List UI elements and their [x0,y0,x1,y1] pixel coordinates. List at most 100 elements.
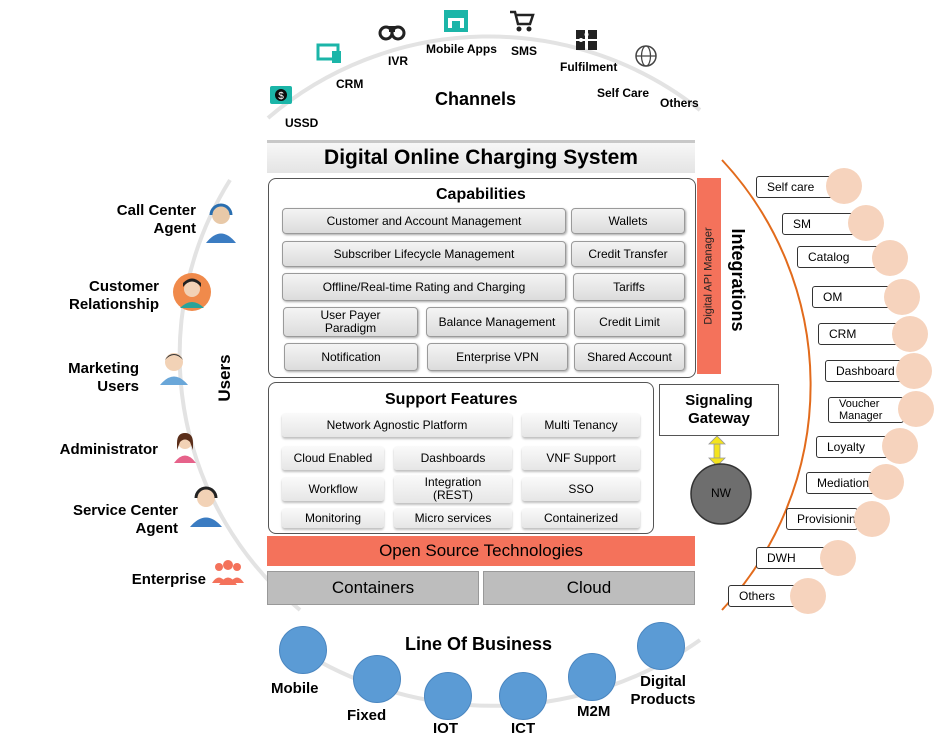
cap-credit-limit: Credit Limit [574,307,685,337]
channel-sms: SMS [511,44,538,58]
title-bar: Digital Online Charging System [267,140,695,173]
svg-text:$: $ [278,91,284,102]
crm-people-icon [892,316,928,352]
cap-customer-account: Customer and Account Management [282,208,566,234]
channel-ussd: USSD [285,116,319,130]
lob-mobile: Mobile [271,680,319,697]
voucher-stack-icon [898,391,934,427]
service-center-agent-icon [186,482,226,528]
sf-cloud-enabled: Cloud Enabled [282,446,384,470]
users-arc [177,178,302,612]
integ-provisioning: Provisionin [786,508,858,530]
integ-dwh: DWH [756,547,826,569]
user-service-center-agent: Service Center Agent [72,502,178,537]
lob-iot: IOT [433,720,458,737]
cap-tariffs: Tariffs [573,273,685,301]
lob-m2m-circle [568,653,616,701]
sf-integration-rest: Integration (REST) [394,475,512,503]
lob-m2m: M2M [577,703,611,720]
integ-voucher-manager: Voucher Manager [828,397,904,423]
users-heading-wrap: Users [215,354,235,401]
dashboard-icon [896,353,932,389]
sf-vnf-support: VNF Support [522,446,640,470]
user-call-center-agent: Call Center Agent [116,202,196,237]
others-db-icon [790,578,826,614]
cap-shared-account: Shared Account [574,343,685,371]
integrations-heading-wrap: Integrations [728,229,749,332]
mediation-db-icon [868,464,904,500]
globe-icon [632,42,660,70]
channels-arc [266,34,702,120]
user-administrator: Administrator [59,441,158,458]
integ-sm: SM [782,213,858,235]
provisioning-db-icon [854,501,890,537]
sf-sso: SSO [522,477,640,501]
cap-user-payer: User Payer Paradigm [283,307,418,337]
lob-fixed: Fixed [347,707,387,724]
signaling-gateway-box: Signaling Gateway [659,384,779,436]
lob-iot-circle [424,672,472,720]
binoculars-icon [378,20,406,42]
marketing-user-icon [156,348,192,386]
cap-subscriber-lifecycle: Subscriber Lifecycle Management [282,241,566,267]
lob-heading: Line Of Business [405,634,553,654]
nw-node [690,463,752,525]
api-manager-label: Digital API Manager [703,227,715,325]
integ-crm: CRM [818,323,898,345]
cap-enterprise-vpn: Enterprise VPN [427,343,568,371]
sf-dashboards: Dashboards [394,446,512,470]
cap-notification: Notification [284,343,418,371]
om-folder-icon [884,279,920,315]
api-manager-bar: Digital API Manager [697,178,721,374]
call-center-agent-icon [200,200,242,244]
integ-self-care: Self care [756,176,836,198]
user-enterprise: Enterprise [131,571,206,588]
integ-om: OM [812,286,892,308]
loyalty-network-icon [882,428,918,464]
sf-micro-services: Micro services [394,508,512,528]
monitor-icon [826,168,862,204]
open-source-bar: Open Source Technologies [267,536,695,566]
capabilities-heading: Capabilities [436,186,526,203]
integ-catalog: Catalog [797,246,879,268]
lob-digital-circle [637,622,685,670]
containers-box: Containers [267,571,479,605]
integ-others: Others [728,585,796,607]
support-heading: Support Features [385,391,518,408]
lob-ict-circle [499,672,547,720]
sf-containerized: Containerized [522,508,640,528]
customer-relationship-icon [172,272,212,312]
store-icon [442,8,470,34]
channel-mobile-apps: Mobile Apps [426,42,497,56]
cart-icon [508,8,536,34]
puzzle-icon [572,26,602,54]
crm-icon [316,42,344,66]
channel-crm: CRM [336,77,364,91]
user-marketing: Marketing Users [68,360,139,395]
cap-credit-transfer: Credit Transfer [571,241,685,267]
signaling-gateway-label: Signaling Gateway [685,392,753,427]
channel-others: Others [660,96,699,110]
cap-balance-management: Balance Management [426,307,568,337]
sf-network-agnostic: Network Agnostic Platform [282,413,512,437]
page-title: Digital Online Charging System [324,146,638,169]
lob-ict: ICT [511,720,536,737]
users-heading: Users [215,354,234,402]
signaling-arrow [708,435,726,467]
cap-wallets: Wallets [571,208,685,234]
nw-label: NW [711,486,731,500]
integrations-heading: Integrations [728,228,749,332]
enterprise-icon [210,556,246,586]
user-customer-relationship: Customer Relationship [68,278,159,313]
cap-rating-charging: Offline/Real-time Rating and Charging [282,273,566,301]
ussd-icon: $ [268,84,294,108]
channel-self-care: Self Care [597,86,650,100]
channel-ivr: IVR [388,54,409,68]
lob-mobile-circle [279,626,327,674]
channel-fulfilment: Fulfilment [560,60,618,74]
integ-dashboard: Dashboard [825,360,905,382]
gears-icon [848,205,884,241]
administrator-icon [170,430,200,464]
integ-loyalty: Loyalty [816,436,888,458]
sf-workflow: Workflow [282,477,384,501]
